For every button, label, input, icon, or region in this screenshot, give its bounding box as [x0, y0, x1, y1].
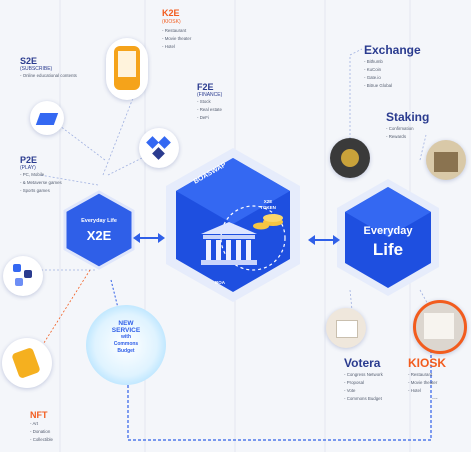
nft-title: NFT	[30, 410, 48, 420]
kiosk-more: ...	[432, 394, 438, 401]
f2e-item: Real estate	[197, 106, 222, 114]
nft-item: Art	[30, 420, 53, 428]
staking-title: Staking	[386, 110, 430, 124]
k2e-title: K2E	[162, 8, 180, 18]
votera-list: Congress Network Proposal Vote Commons B…	[344, 371, 383, 403]
exchange-item: KuCoin	[364, 66, 392, 74]
staking-item: Confirmation	[386, 125, 414, 133]
votera-title: Votera	[344, 356, 381, 370]
k2e-kiosk-icon	[106, 38, 148, 100]
kiosk-item: Movie theater	[408, 379, 438, 387]
k2e-item: Restaurant	[162, 27, 191, 35]
x2e-boaswap-arrow	[133, 233, 165, 243]
kiosk-item: Hotel	[408, 387, 437, 395]
k2e-item: Movie theater	[162, 35, 192, 43]
p2e-game-icon	[3, 256, 43, 296]
new-service-line2: SERVICE	[111, 327, 141, 334]
boaswap-hexagon	[166, 148, 300, 302]
f2e-list: Stock Real estate DeFi	[197, 98, 222, 122]
exchange-item: Bithumb	[364, 58, 392, 66]
f2e-item: Stock	[197, 98, 222, 106]
votera-item: Commons Budget	[344, 395, 383, 403]
everyday-life-line1: Everyday	[363, 225, 413, 237]
new-service-line3: with	[121, 334, 131, 340]
x2e-token-label-bottom: TOKEN	[260, 205, 276, 210]
staking-building-icon	[426, 140, 466, 180]
exchange-item: Bitrue Global	[364, 82, 392, 90]
everyday-life-line2: Life	[372, 240, 404, 259]
p2e-item: & Metaverse games	[20, 179, 62, 187]
nft-list: Art Donation Collectible	[30, 420, 53, 444]
f2e-finance-icon	[139, 128, 179, 168]
k2e-list: Restaurant Movie theater Hotel	[162, 27, 192, 51]
nft-item: Collectible	[30, 436, 53, 444]
p2e-item: PC, Mobile	[20, 171, 62, 179]
everyday-life-hexagon	[337, 179, 439, 296]
boa-label: BOA	[215, 280, 225, 285]
s2e-education-icon	[30, 101, 64, 135]
exchange-title: Exchange	[364, 43, 421, 57]
votera-vote-icon	[326, 308, 366, 348]
p2e-item: Sports games	[20, 187, 62, 195]
new-service-line1: NEW	[118, 320, 134, 327]
s2e-title: S2E	[20, 56, 38, 66]
kiosk-title: KIOSK	[408, 356, 447, 370]
exchange-item: Gate.io	[364, 74, 392, 82]
p2e-title: P2E	[20, 155, 38, 165]
x2e-label-line2: X2E	[86, 228, 112, 243]
k2e-subtitle: (KIOSK)	[162, 19, 181, 25]
s2e-item: Online educational contents	[20, 72, 77, 80]
nft-item: Donation	[30, 428, 53, 436]
staking-item: Rewards	[386, 133, 414, 141]
x2e-label-line1: Everyday Life	[81, 218, 117, 224]
new-service-line5: Budget	[117, 348, 135, 354]
exchange-list: Bithumb KuCoin Gate.io Bitrue Global	[364, 58, 392, 90]
x2e-hexagon	[63, 190, 135, 270]
boaswap-everyday-arrow	[308, 235, 340, 245]
f2e-title: F2E	[197, 82, 214, 92]
new-service-line4: Commons	[113, 341, 139, 347]
s2e-subtitle: (SUBSCRIBE)	[20, 66, 53, 72]
exchange-coin-icon	[330, 138, 370, 178]
k2e-item: Hotel	[162, 43, 191, 51]
f2e-subtitle: (FINANCE)	[197, 92, 223, 98]
p2e-subtitle: (PLAY)	[20, 165, 36, 171]
votera-item: Proposal	[344, 379, 383, 387]
x2e-token-label-top: X2E	[263, 199, 273, 204]
new-service-glow	[86, 305, 166, 385]
votera-item: Congress Network	[344, 371, 383, 379]
nft-ticket-icon	[2, 338, 52, 388]
p2e-list: PC, Mobile & Metaverse games Sports game…	[20, 171, 62, 195]
new-service-label: NEW SERVICE with Commons Budget	[104, 320, 148, 355]
staking-list: Confirmation Rewards	[386, 125, 414, 141]
kiosk-list: Restaurant Movie theater Hotel	[408, 371, 438, 395]
kiosk-photo-icon	[413, 300, 467, 354]
votera-item: Vote	[344, 387, 383, 395]
kiosk-item: Restaurant	[408, 371, 437, 379]
f2e-item: DeFi	[197, 114, 222, 122]
s2e-list: Online educational contents	[20, 72, 77, 80]
